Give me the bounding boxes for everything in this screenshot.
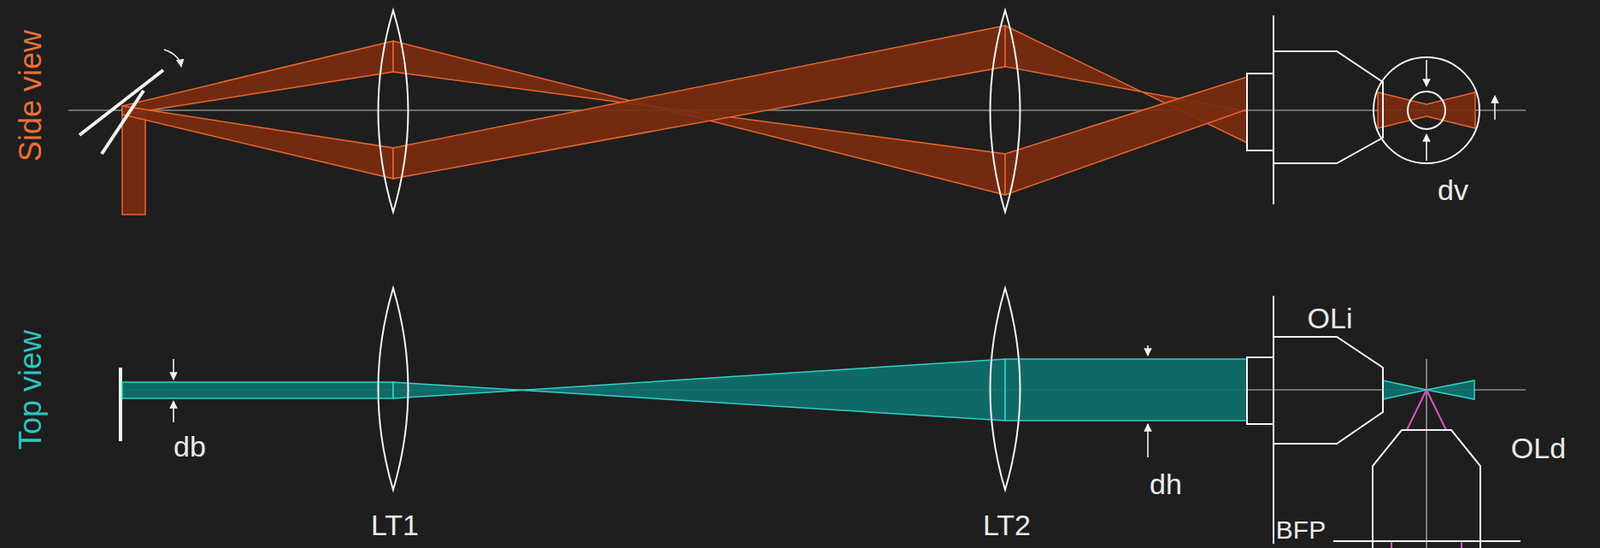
tube-lens bbox=[378, 10, 1021, 490]
objective-label: OLd bbox=[1511, 433, 1566, 463]
slit bbox=[118, 367, 123, 442]
plane-label: BFP bbox=[1276, 517, 1326, 543]
dimension-arrow bbox=[173, 59, 1495, 458]
back-focal-plane bbox=[1333, 540, 1521, 542]
lens-label: LT2 bbox=[982, 510, 1031, 540]
illumination-objective bbox=[1247, 295, 1383, 544]
objective-label: OLi bbox=[1307, 303, 1353, 333]
top-beam bbox=[122, 358, 1475, 421]
detection-axis bbox=[1425, 358, 1427, 548]
view-title: Side view bbox=[15, 29, 47, 162]
side-beam bbox=[122, 25, 1476, 215]
detection-ray bbox=[1391, 389, 1462, 548]
dimension-label: dv bbox=[1437, 175, 1469, 205]
rotation-arrow bbox=[164, 49, 182, 67]
dimension-label: db bbox=[173, 431, 206, 461]
view-title: Top view bbox=[15, 329, 47, 450]
dimension-label: dh bbox=[1149, 469, 1183, 499]
detection-objective bbox=[1372, 429, 1481, 548]
illumination-objective bbox=[1247, 15, 1480, 205]
galvo-mirror bbox=[101, 90, 144, 154]
optical-axis bbox=[68, 109, 1526, 111]
lens-label: LT1 bbox=[370, 510, 419, 540]
